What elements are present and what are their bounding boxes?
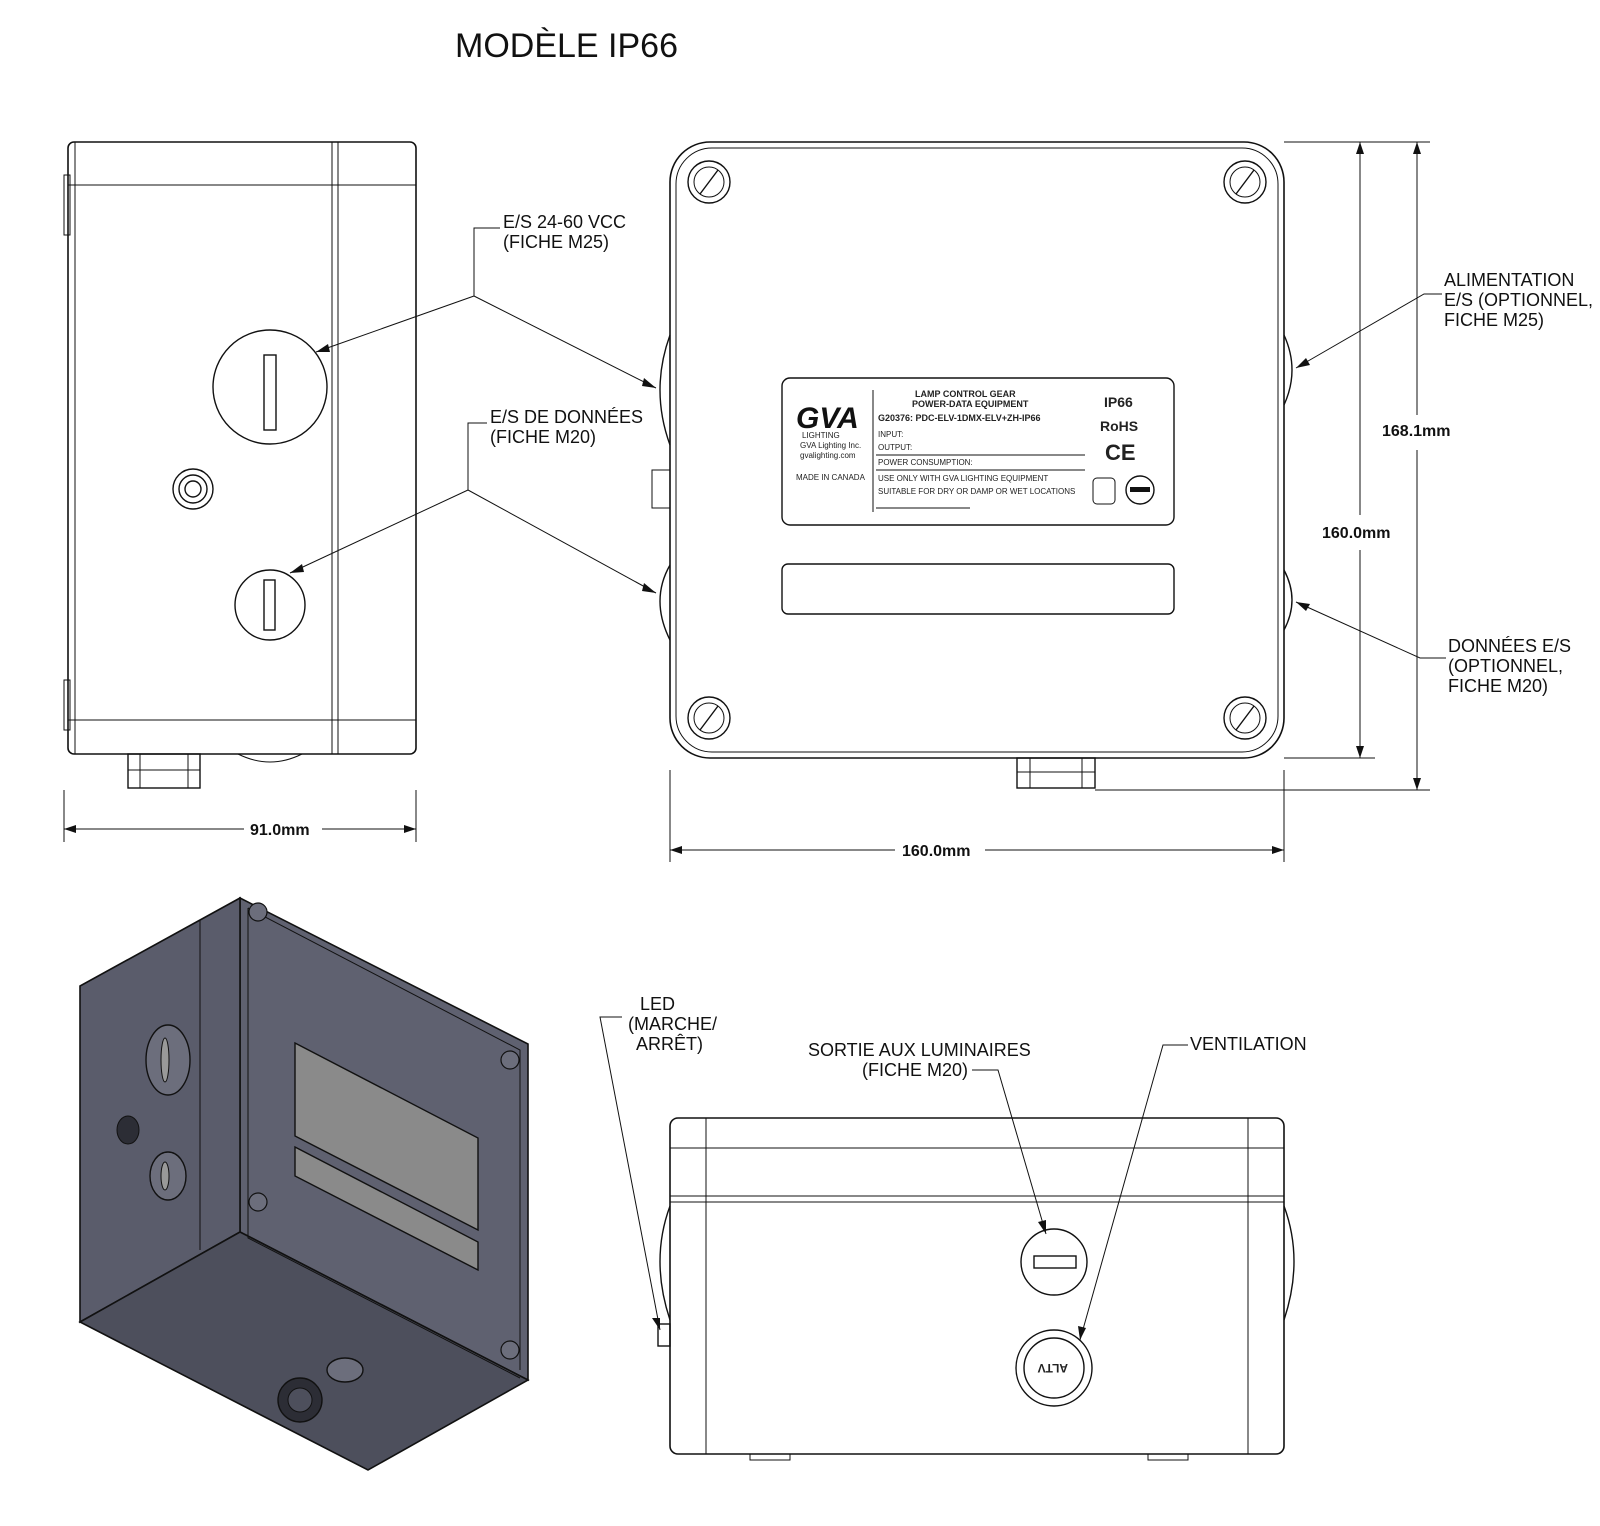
dim-front-height-total: 168.1mm <box>1382 423 1451 440</box>
side-view: 91.0mm <box>63 141 417 842</box>
nameplate-website: gvalighting.com <box>800 451 856 460</box>
vent-fitting: ALTV <box>1015 1329 1093 1407</box>
nameplate-model: G20376: PDC-ELV-1DMX-ELV+ZH-IP66 <box>878 413 1040 423</box>
callout-power-optional: ALIMENTATION E/S (OPTIONNEL, FICHE M25) <box>1295 270 1593 369</box>
callout-output: SORTIE AUX LUMINAIRES (FICHE M20) <box>808 1040 1047 1235</box>
callout-data-optional-line1: DONNÉES E/S <box>1448 636 1571 656</box>
nameplate-made-in: MADE IN CANADA <box>796 473 866 482</box>
callout-power-io-line1: E/S 24-60 VCC <box>503 212 626 232</box>
callout-power-optional-line1: ALIMENTATION <box>1444 270 1574 290</box>
nameplate-input: INPUT: <box>878 430 903 439</box>
callout-led-line1: LED <box>640 994 675 1014</box>
nameplate-power: POWER CONSUMPTION: <box>878 458 973 467</box>
callout-data-optional-line2: (OPTIONNEL, <box>1448 656 1563 676</box>
nameplate-company: GVA Lighting Inc. <box>800 441 861 450</box>
nameplate: GVA LIGHTING GVA Lighting Inc. gvalighti… <box>781 377 1175 526</box>
callout-output-line2: (FICHE M20) <box>862 1060 968 1080</box>
nameplate-line1: LAMP CONTROL GEAR <box>915 389 1016 399</box>
vent-text: ALTV <box>1038 1361 1068 1375</box>
m20-plug <box>234 569 306 641</box>
nameplate-suitable: SUITABLE FOR DRY OR DAMP OR WET LOCATION… <box>878 487 1075 496</box>
output-plug <box>1020 1228 1088 1296</box>
callout-power-optional-line3: FICHE M25) <box>1444 310 1544 330</box>
screw-tl <box>687 160 731 204</box>
callout-output-line1: SORTIE AUX LUMINAIRES <box>808 1040 1031 1060</box>
callout-data-io: E/S DE DONNÉES (FICHE M20) <box>289 407 657 594</box>
front-view: GVA LIGHTING GVA Lighting Inc. gvalighti… <box>651 141 1451 862</box>
callout-data-optional: DONNÉES E/S (OPTIONNEL, FICHE M20) <box>1295 601 1571 696</box>
blank-label-slot <box>781 563 1175 615</box>
bottom-led <box>657 1323 671 1347</box>
iso-label-slot <box>294 1145 479 1272</box>
callout-vent: VENTILATION <box>1078 1034 1307 1341</box>
iso-bottom-face <box>78 1231 530 1471</box>
callout-vent-label: VENTILATION <box>1190 1034 1307 1054</box>
callout-led: LED (MARCHE/ ARRÊT) <box>599 994 717 1331</box>
callout-power-io: E/S 24-60 VCC (FICHE M25) <box>315 212 657 389</box>
nameplate-logo-sub: LIGHTING <box>802 431 840 440</box>
screw-br <box>1223 696 1267 740</box>
isometric-view <box>78 896 530 1471</box>
callout-led-line3: ARRÊT) <box>636 1034 703 1054</box>
dim-side-width: 91.0mm <box>250 822 310 839</box>
nameplate-output: OUTPUT: <box>878 443 912 452</box>
nameplate-ce: CE <box>1105 440 1136 465</box>
dim-front-width: 160.0mm <box>902 843 971 860</box>
nameplate-logo: GVA <box>796 402 859 435</box>
page-title: MODÈLE IP66 <box>455 27 678 65</box>
nameplate-use: USE ONLY WITH GVA LIGHTING EQUIPMENT <box>878 474 1048 483</box>
bottom-view: ALTV <box>657 1117 1295 1461</box>
callout-data-io-line2: (FICHE M20) <box>490 427 596 447</box>
callout-data-io-line1: E/S DE DONNÉES <box>490 407 643 427</box>
callout-led-line2: (MARCHE/ <box>628 1014 717 1034</box>
nameplate-line2: POWER-DATA EQUIPMENT <box>912 399 1029 409</box>
nameplate-rohs: RoHS <box>1100 418 1138 434</box>
screw-tr <box>1223 160 1267 204</box>
led-indicator <box>172 468 214 510</box>
m25-plug <box>212 329 328 445</box>
nameplate-ip: IP66 <box>1104 394 1133 410</box>
dim-front-height: 160.0mm <box>1322 525 1391 542</box>
callout-data-optional-line3: FICHE M20) <box>1448 676 1548 696</box>
callout-power-io-line2: (FICHE M25) <box>503 232 609 252</box>
callout-power-optional-line2: E/S (OPTIONNEL, <box>1444 290 1593 310</box>
iso-window <box>294 1041 479 1232</box>
screw-bl <box>687 696 731 740</box>
